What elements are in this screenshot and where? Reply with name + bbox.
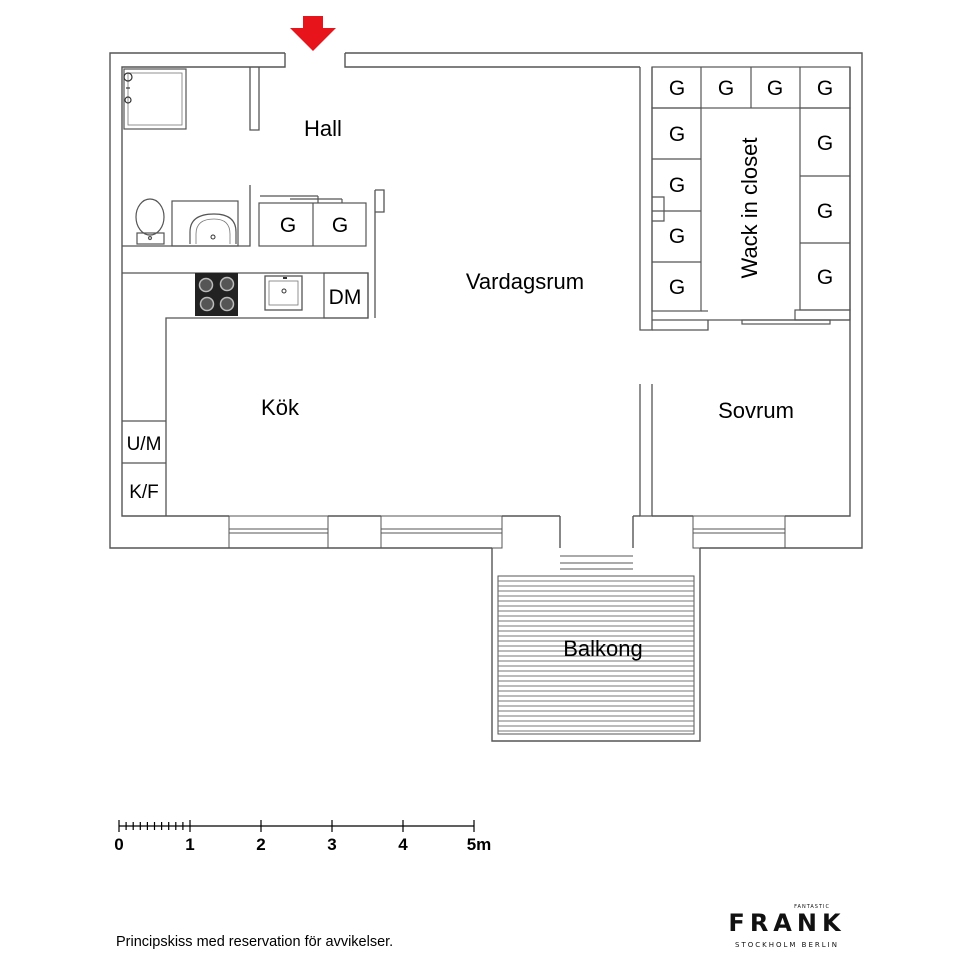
kitchen-tall-units <box>122 420 166 464</box>
storage-label: G <box>669 225 685 248</box>
storage-label: G <box>767 77 783 100</box>
room-label-vardagsrum: Vardagsrum <box>466 269 584 294</box>
storage-label: G <box>817 77 833 100</box>
storage-label: G <box>280 214 296 237</box>
storage-label: G <box>817 266 833 289</box>
room-label-walk-in-closet: Wack in closet <box>737 137 762 278</box>
room-label-hall: Hall <box>304 116 342 141</box>
kitchen-label-fridge-freezer: K/F <box>129 482 159 503</box>
scale-label: 5m <box>467 835 492 854</box>
toilet-icon <box>135 198 165 245</box>
balcony <box>491 548 701 742</box>
scale-label: 3 <box>327 835 336 854</box>
storage-label: G <box>669 123 685 146</box>
logo-tagline: FANTASTIC <box>794 904 830 910</box>
storage-label: G <box>669 77 685 100</box>
bathroom <box>123 68 239 247</box>
scale-label: 4 <box>398 835 408 854</box>
room-label-sovrum: Sovrum <box>718 398 794 423</box>
scale-bar <box>118 820 475 832</box>
kitchen-counter <box>195 272 369 319</box>
vanity <box>171 200 239 247</box>
scale-label: 2 <box>256 835 265 854</box>
shower <box>123 68 187 130</box>
logo-name: FRANK <box>728 909 846 937</box>
washbasin-icon <box>189 213 237 244</box>
windows <box>228 515 786 549</box>
storage-label: G <box>669 276 685 299</box>
storage-label: G <box>332 214 348 237</box>
entrance-arrow-icon <box>290 16 336 51</box>
kitchen-label-dishwasher: DM <box>329 286 362 309</box>
kitchen-label-microwave-oven: U/M <box>127 434 162 455</box>
storage-label: G <box>817 132 833 155</box>
balcony-threshold <box>560 555 633 577</box>
walk-in-closet <box>651 66 851 325</box>
sink-icon <box>264 275 303 311</box>
disclaimer-caption: Principskiss med reservation för avvikel… <box>116 934 394 950</box>
hall-wardrobe <box>258 195 367 247</box>
scale-label: 0 <box>114 835 123 854</box>
hob-icon <box>198 277 214 293</box>
brand-logo: FANTASTIC FRANK STOCKHOLM BERLIN <box>722 904 852 950</box>
logo-cities: STOCKHOLM BERLIN <box>735 941 839 949</box>
shower-head-icon <box>123 72 133 104</box>
room-label-balkong: Balkong <box>563 636 643 661</box>
storage-label: G <box>817 200 833 223</box>
storage-label: G <box>669 174 685 197</box>
room-label-kok: Kök <box>261 395 300 420</box>
scale-label: 1 <box>185 835 194 854</box>
storage-label: G <box>718 77 734 100</box>
